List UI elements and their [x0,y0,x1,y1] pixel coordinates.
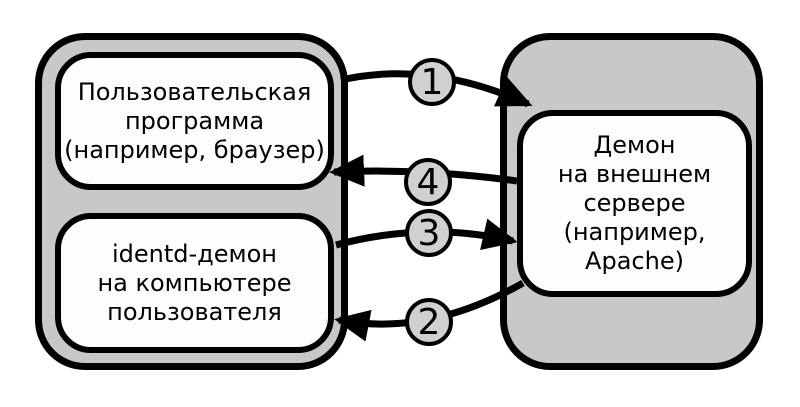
server-daemon-box: Демон на внешнем сервере (например, Apac… [517,110,752,297]
identd-daemon-label: identd-демон на компьютере пользователя [97,239,292,326]
server-daemon-label: Демон на внешнем сервере (например, Apac… [557,131,712,275]
user-program-box: Пользовательская программа (например, бр… [55,52,334,190]
step-3-badge: 3 [405,209,453,257]
user-program-label: Пользовательская программа (например, бр… [64,77,325,164]
identd-daemon-box: identd-демон на компьютере пользователя [55,213,334,353]
step-2-badge: 2 [405,298,453,346]
step-1-badge: 1 [408,58,456,106]
step-4-badge: 4 [404,158,452,206]
